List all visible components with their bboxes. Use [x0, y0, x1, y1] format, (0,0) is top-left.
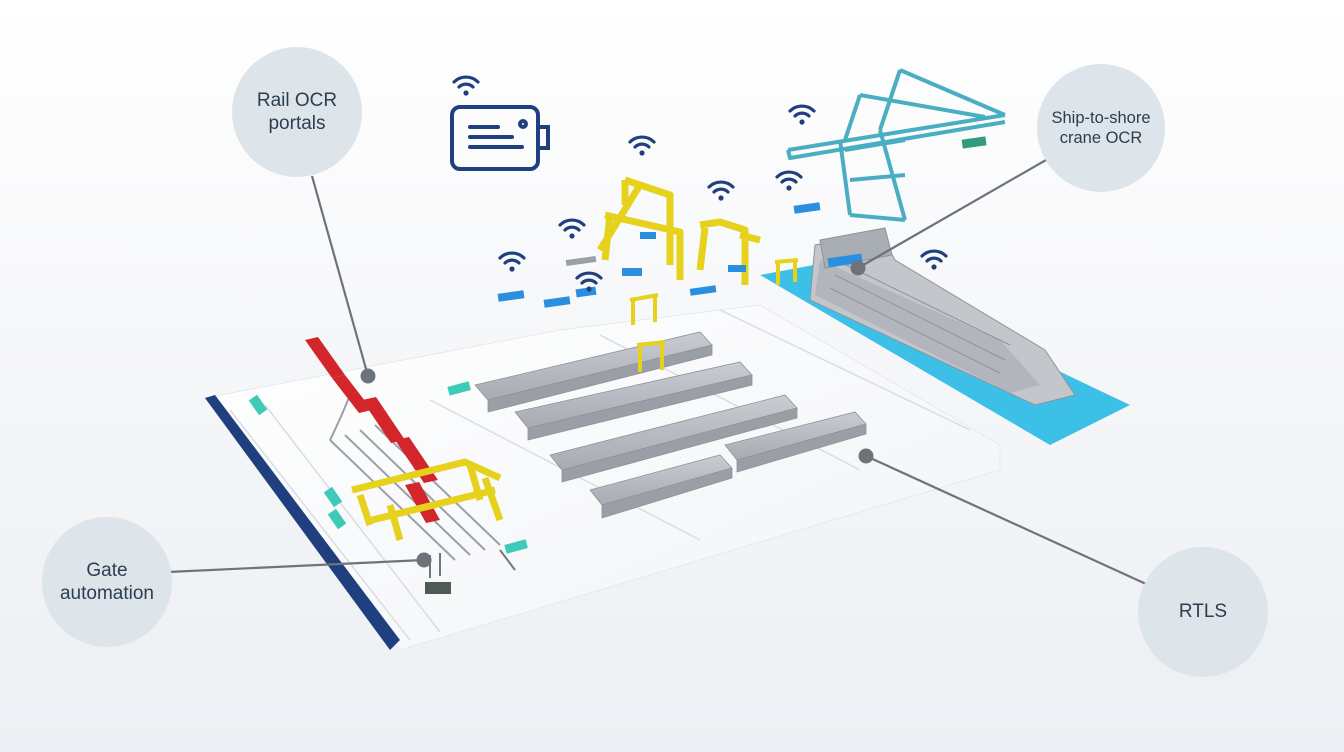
rail-gantry-crane — [351, 458, 504, 541]
leader-ship-to-shore — [857, 159, 1047, 269]
gantry-containers — [622, 232, 746, 276]
terminal-platform — [204, 304, 1001, 651]
tablet-icon — [450, 105, 550, 171]
callout-rail-ocr-portals: Rail OCR portals — [232, 47, 362, 177]
callout-ship-to-shore-crane-ocr: Ship-to-shore crane OCR — [1037, 64, 1165, 192]
callout-rtls-label: RTLS — [1178, 601, 1228, 623]
callout-rail-ocr-label: Rail OCR portals — [256, 89, 338, 134]
floating-trucks — [497, 202, 821, 308]
leader-rtls — [865, 454, 1147, 586]
callout-dots — [360, 260, 874, 568]
quay-border — [205, 395, 400, 650]
callout-rtls: RTLS — [1138, 547, 1268, 677]
ship-to-shore-crane — [786, 68, 1006, 222]
callout-gate-label: Gate automation — [59, 559, 154, 604]
wifi-icons — [452, 75, 948, 292]
callout-lines — [167, 159, 1147, 586]
container-stacks — [474, 331, 867, 519]
crane-container — [961, 136, 987, 149]
callout-gate-automation: Gate automation — [42, 517, 172, 647]
callout-ship-to-shore-label: Ship-to-shore crane OCR — [1051, 108, 1151, 147]
leader-gate — [167, 558, 425, 574]
gate-trucks — [248, 381, 528, 554]
gate-booth — [425, 582, 451, 594]
rail-mounted-gantries — [597, 176, 761, 285]
leader-rail-ocr — [310, 175, 370, 377]
